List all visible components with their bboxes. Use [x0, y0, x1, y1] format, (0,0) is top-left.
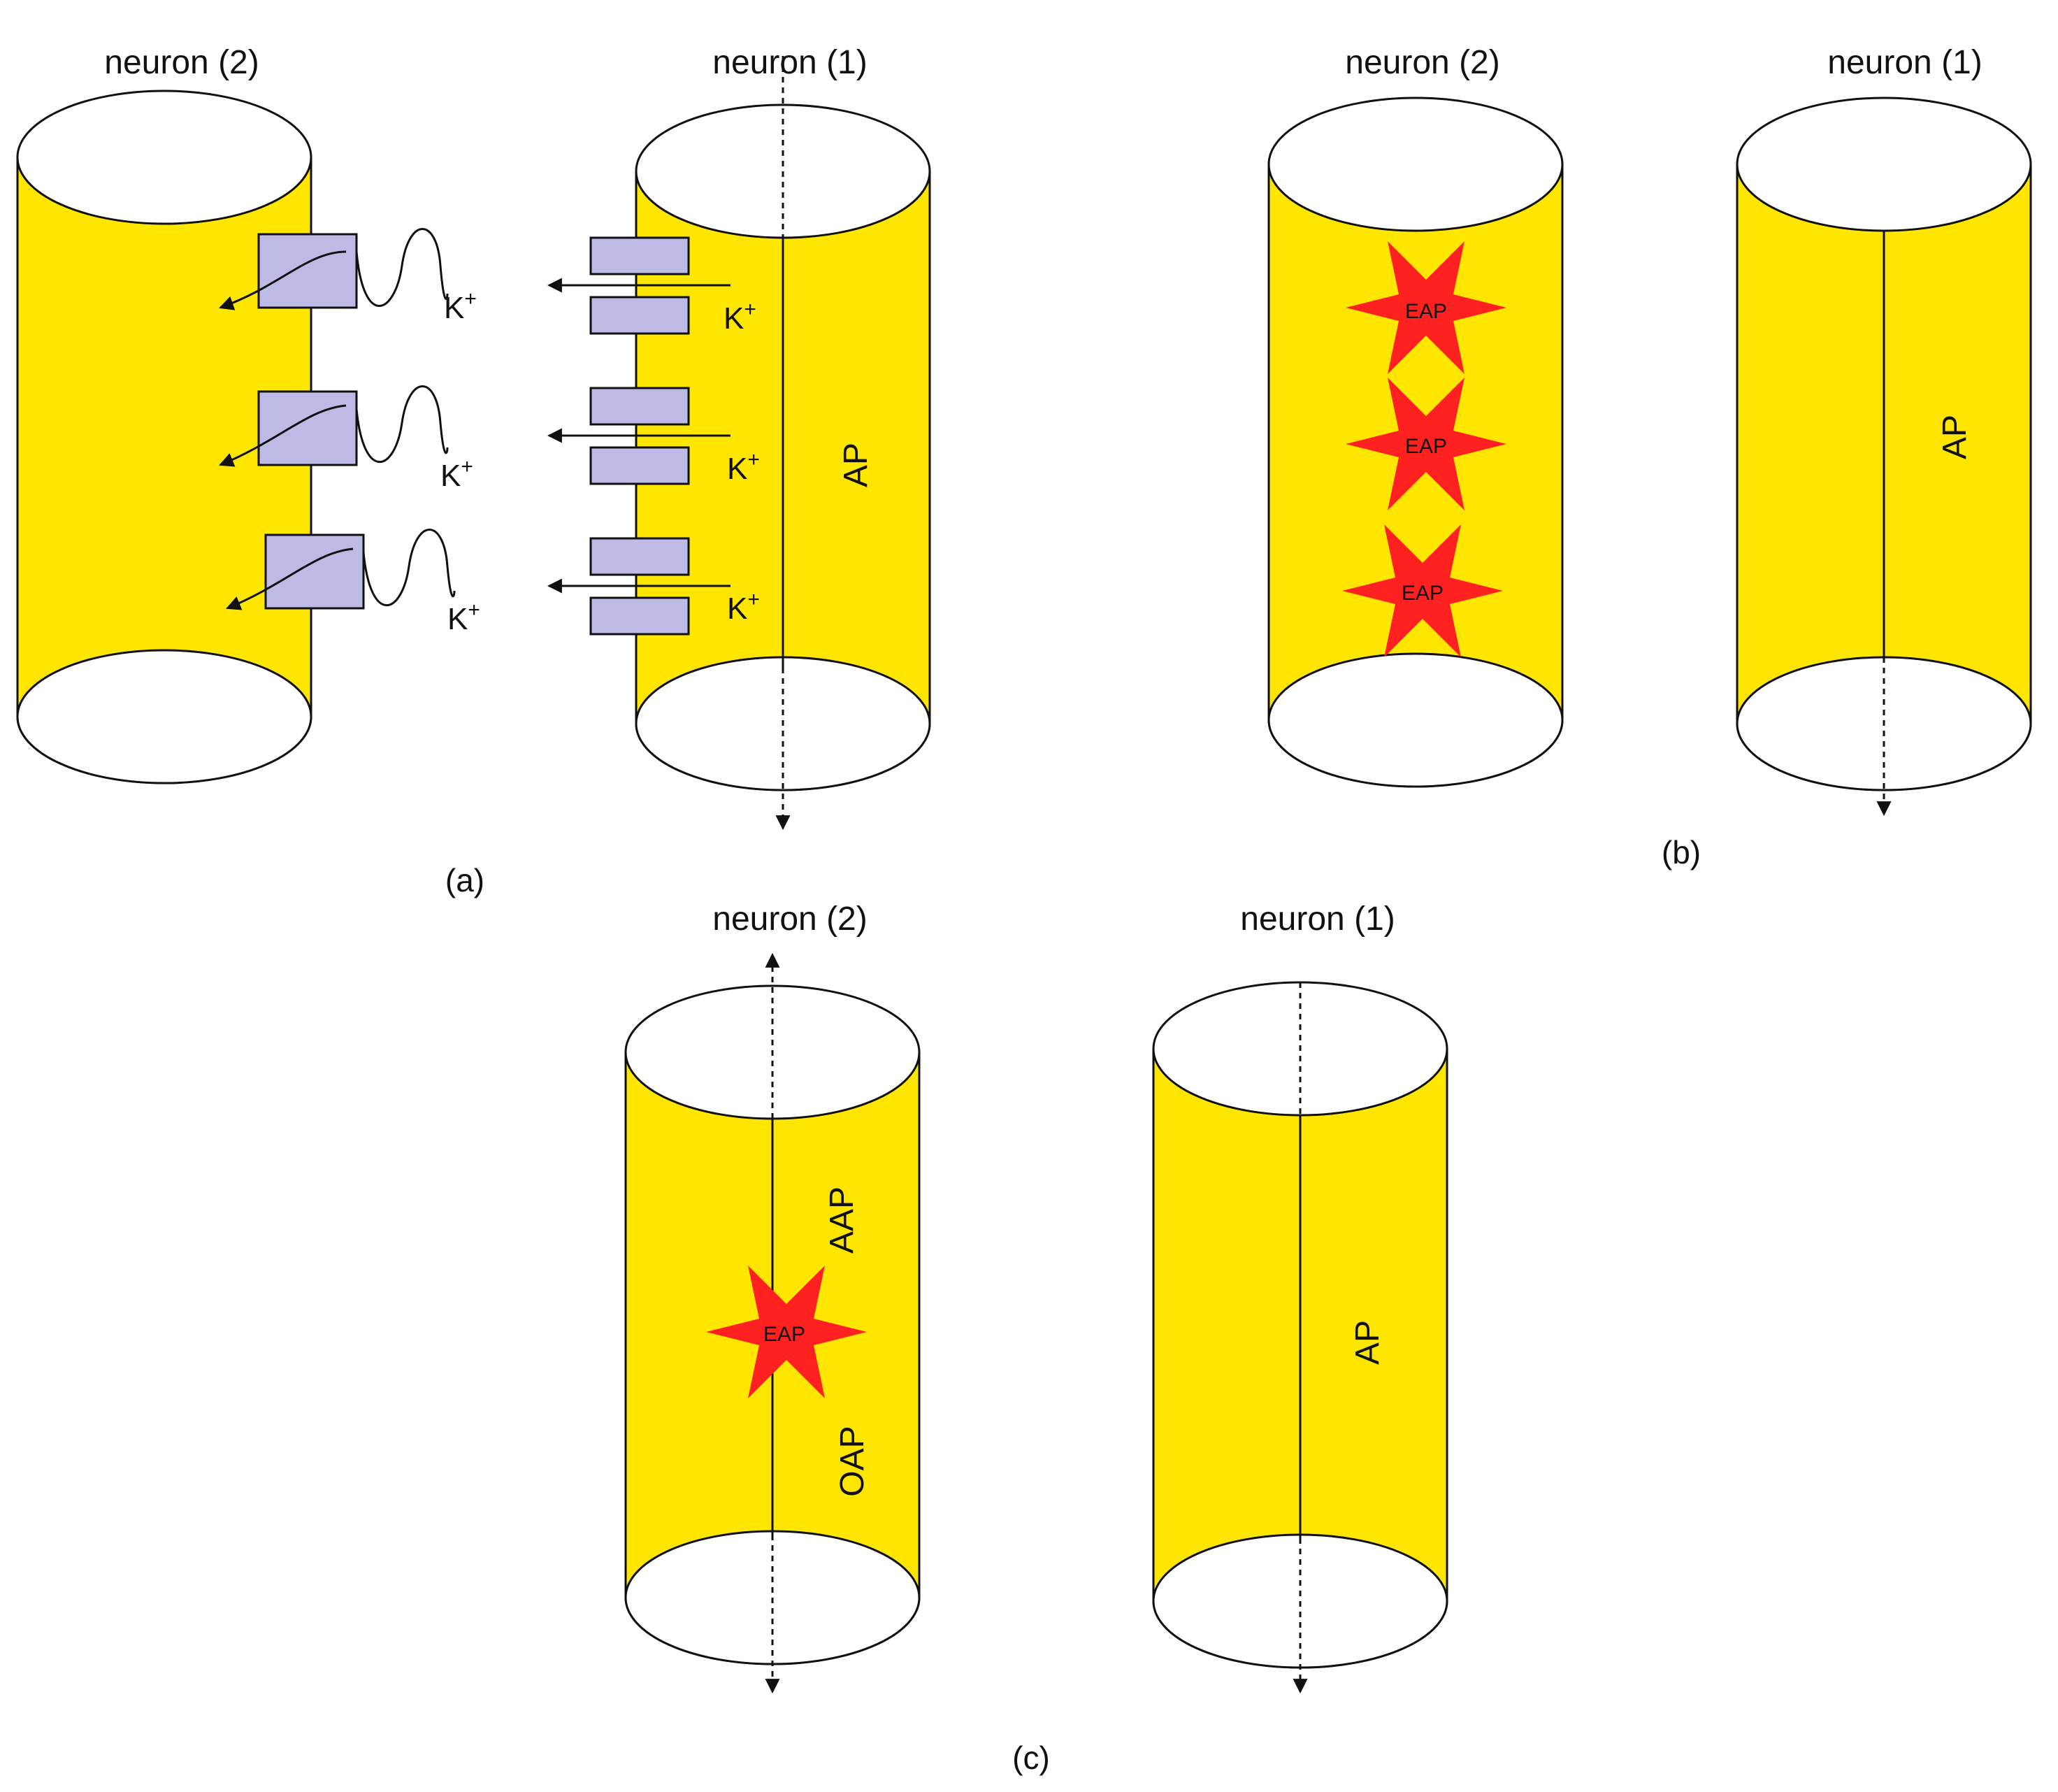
- eap-burst-shape: [706, 1266, 867, 1398]
- panel-a-neuron-2-cylinder: [16, 89, 312, 784]
- panel-a-ion-left-1: K+: [444, 287, 477, 325]
- panel-c-oap-label: OAP: [834, 1426, 871, 1496]
- panel-a-neuron-1-label: neuron (1): [712, 44, 867, 81]
- panel-b-neuron-1-label: neuron (1): [1827, 44, 1982, 81]
- eap-burst-shape: [1346, 241, 1506, 374]
- panel-c-caption: (c): [1012, 1740, 1050, 1776]
- panel-b-eap-2: EAP: [1405, 435, 1447, 458]
- panel-c-neuron-1-cylinder: [1152, 981, 1448, 1694]
- panel-a-ap-label: AP: [837, 443, 875, 487]
- panel-b-eap-3: EAP: [1402, 582, 1444, 605]
- panel-a-receptor-2: [219, 385, 449, 467]
- panel-a-neuron-2-label: neuron (2): [104, 44, 259, 81]
- panel-a-ion-right-2: K+: [727, 448, 760, 486]
- panel-a: neuron (2) neuron (1) AP K+ K+ K+ K+ K+ …: [16, 44, 931, 898]
- panel-b-burst-1: EAP: [1346, 241, 1506, 374]
- panel-a-channel-2: [547, 387, 731, 485]
- panel-a-channel-3: [547, 537, 731, 636]
- panel-a-ion-left-3: K+: [447, 598, 480, 636]
- panel-c-ap-label: AP: [1349, 1320, 1386, 1365]
- panel-c-burst: EAP: [706, 1266, 867, 1398]
- panel-a-ion-right-3: K+: [727, 588, 760, 626]
- eap-burst-shape: [1342, 524, 1503, 657]
- panel-a-receptor-1: [219, 228, 449, 310]
- panel-b-eap-1: EAP: [1405, 300, 1447, 323]
- panel-c-neuron-2-label: neuron (2): [712, 901, 867, 938]
- panel-a-neuron-1-cylinder: [635, 56, 931, 831]
- eap-burst-shape: [1346, 378, 1506, 510]
- panel-a-caption: (a): [445, 862, 484, 898]
- panel-a-ion-left-2: K+: [440, 455, 473, 493]
- panel-b-ap-label: AP: [1936, 415, 1973, 459]
- panel-b-burst-3: EAP: [1342, 524, 1503, 657]
- panel-c: EAP neuron (2) neuron (1) AAP OAP AP (c): [624, 901, 1448, 1776]
- panel-b-neuron-2-label: neuron (2): [1345, 44, 1499, 81]
- panel-c-aap-label: AAP: [823, 1187, 861, 1254]
- panel-c-neuron-1-label: neuron (1): [1240, 901, 1395, 938]
- panel-a-receptor-3: [226, 529, 456, 610]
- panel-a-ion-right-1: K+: [724, 298, 756, 336]
- panel-b: EAP EAP EAP neuron (2) neuron (1) AP (b): [1267, 44, 2032, 870]
- panel-b-burst-2: EAP: [1346, 378, 1506, 510]
- panel-a-channel-1: [547, 236, 731, 335]
- panel-c-eap-label: EAP: [763, 1323, 805, 1346]
- panel-b-caption: (b): [1662, 834, 1701, 870]
- panel-b-neuron-1-cylinder: [1736, 96, 2032, 817]
